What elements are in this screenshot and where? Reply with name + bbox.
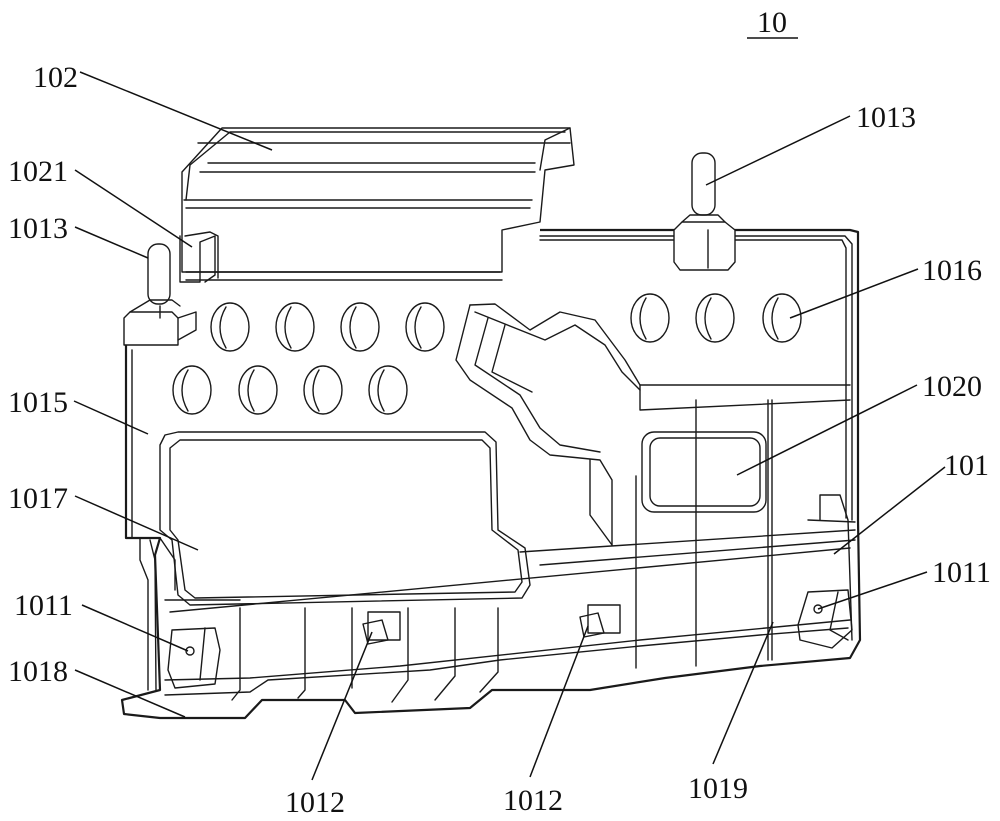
label-1021: 1021 bbox=[8, 155, 68, 188]
curved-duct bbox=[456, 304, 850, 545]
figure-number-text: 10 bbox=[757, 6, 787, 39]
label-1012-left: 1012 bbox=[285, 786, 345, 819]
leader-1016 bbox=[790, 269, 918, 318]
boss bbox=[406, 303, 444, 351]
label-1011-left: 1011 bbox=[14, 589, 73, 622]
leader-101 bbox=[834, 467, 945, 554]
small-window-1020 bbox=[642, 432, 766, 512]
leader-1021 bbox=[75, 170, 192, 247]
ribs bbox=[232, 400, 772, 702]
boss bbox=[239, 366, 277, 414]
pin-left-1013 bbox=[124, 244, 196, 345]
leader-1015 bbox=[74, 401, 148, 434]
boss bbox=[341, 303, 379, 351]
label-1011-right: 1011 bbox=[932, 556, 991, 589]
boss bbox=[631, 294, 669, 342]
label-101: 101 bbox=[944, 449, 989, 482]
reference-labels: 102 1021 1013 1013 1016 1015 1020 101 10… bbox=[8, 61, 991, 819]
label-1019: 1019 bbox=[688, 772, 748, 805]
leader-1018 bbox=[75, 670, 185, 717]
upper-cover bbox=[182, 128, 574, 280]
figure-number: 10 bbox=[747, 6, 798, 39]
boss bbox=[304, 366, 342, 414]
leader-102 bbox=[80, 72, 272, 150]
label-1015: 1015 bbox=[8, 386, 68, 419]
boss bbox=[276, 303, 314, 351]
label-1017: 1017 bbox=[8, 482, 68, 515]
boss bbox=[369, 366, 407, 414]
label-1013-right: 1013 bbox=[856, 101, 916, 134]
pin-top-1013 bbox=[674, 153, 735, 270]
bosses-1016 bbox=[173, 294, 801, 414]
label-1018: 1018 bbox=[8, 655, 68, 688]
mounting-block-right-1011 bbox=[798, 590, 852, 648]
label-102: 102 bbox=[33, 61, 78, 94]
large-window-1017 bbox=[160, 432, 530, 605]
leader-1017 bbox=[75, 496, 198, 550]
label-1013-left: 1013 bbox=[8, 212, 68, 245]
label-1020: 1020 bbox=[922, 370, 982, 403]
boss bbox=[763, 294, 801, 342]
leader-1013-right bbox=[706, 116, 850, 185]
leader-1013-left bbox=[75, 227, 148, 258]
boss bbox=[211, 303, 249, 351]
leader-1019 bbox=[713, 622, 773, 764]
boss bbox=[173, 366, 211, 414]
leader-lines bbox=[74, 72, 945, 780]
label-1016: 1016 bbox=[922, 254, 982, 287]
leader-1012-left bbox=[312, 632, 372, 780]
clip-1021 bbox=[180, 232, 218, 282]
label-1012-right: 1012 bbox=[503, 784, 563, 817]
boss bbox=[696, 294, 734, 342]
leader-1020 bbox=[737, 385, 917, 475]
